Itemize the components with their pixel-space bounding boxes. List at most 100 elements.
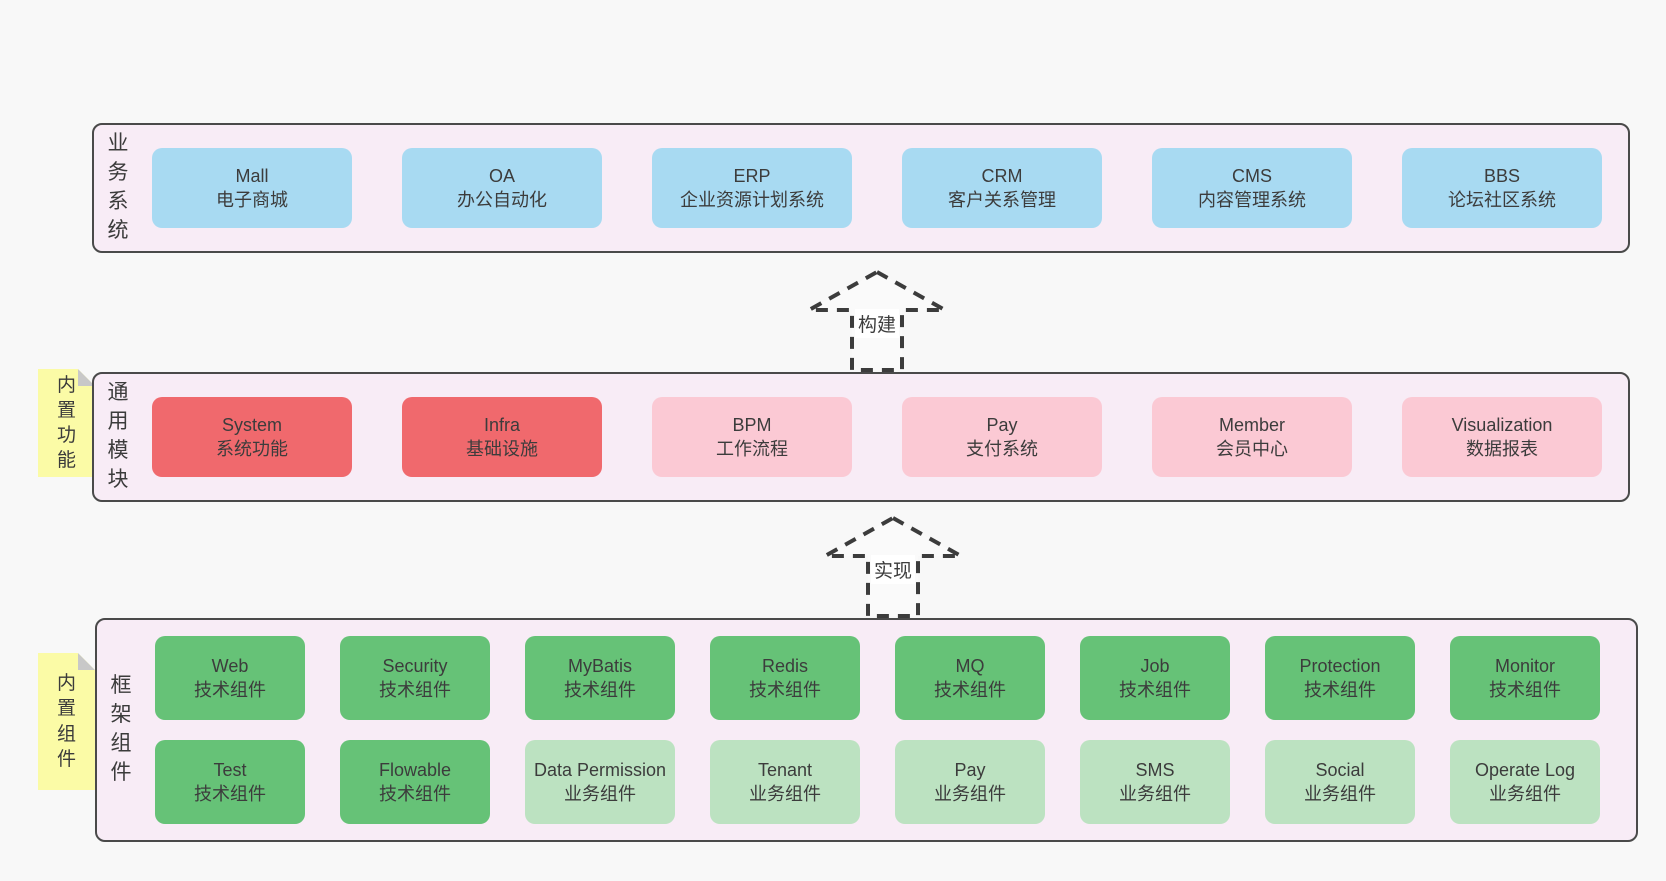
node-subtitle: 办公自动化 — [457, 190, 547, 210]
node-title: MyBatis — [567, 655, 632, 676]
node-title: Visualization — [1451, 414, 1553, 435]
node-title: Pay — [986, 414, 1018, 435]
node-title: Web — [211, 655, 249, 676]
node-infra: Infra 基础设施 — [402, 397, 602, 477]
node-subtitle: 业务组件 — [1489, 784, 1561, 804]
node-subtitle: 企业资源计划系统 — [680, 190, 824, 210]
node-social: Social 业务组件 — [1265, 740, 1415, 824]
node-subtitle: 工作流程 — [716, 439, 788, 459]
node-data-permission: Data Permission 业务组件 — [525, 740, 675, 824]
node-title: ERP — [733, 165, 771, 186]
node-title: Operate Log — [1474, 759, 1576, 780]
node-title: MQ — [955, 655, 985, 676]
node-protection: Protection 技术组件 — [1265, 636, 1415, 720]
node-subtitle: 技术组件 — [1119, 680, 1191, 700]
note-fold-corner — [78, 653, 95, 670]
node-title: Security — [382, 655, 448, 676]
node-subtitle: 支付系统 — [966, 439, 1038, 459]
arrow-label-build: 构建 — [854, 309, 900, 338]
note-text: 内置组件 — [56, 673, 76, 770]
node-subtitle: 技术组件 — [379, 680, 451, 700]
node-flowable: Flowable 技术组件 — [340, 740, 490, 824]
node-subtitle: 业务组件 — [749, 784, 821, 804]
node-subtitle: 技术组件 — [934, 680, 1006, 700]
sticky-note-builtin-components: 内置组件 — [38, 653, 95, 790]
section-common-modules: 通用模块 System 系统功能 Infra 基础设施 BPM 工作流程 Pay… — [92, 372, 1630, 502]
node-subtitle: 技术组件 — [749, 680, 821, 700]
node-title: Data Permission — [533, 759, 667, 780]
business-systems-row: Mall 电子商城 OA 办公自动化 ERP 企业资源计划系统 CRM 客户关系… — [152, 125, 1606, 251]
node-monitor: Monitor 技术组件 — [1450, 636, 1600, 720]
node-subtitle: 技术组件 — [379, 784, 451, 804]
node-job: Job 技术组件 — [1080, 636, 1230, 720]
node-subtitle: 论坛社区系统 — [1448, 190, 1556, 210]
node-subtitle: 基础设施 — [466, 439, 538, 459]
node-title: CRM — [981, 165, 1023, 186]
node-test: Test 技术组件 — [155, 740, 305, 824]
node-title: Protection — [1299, 655, 1381, 676]
node-title: Infra — [483, 414, 521, 435]
node-subtitle: 技术组件 — [564, 680, 636, 700]
sticky-note-builtin-features: 内置功能 — [38, 369, 95, 477]
arrow-label-implement: 实现 — [870, 555, 916, 584]
node-title: Test — [213, 759, 247, 780]
node-cms: CMS 内容管理系统 — [1152, 148, 1352, 228]
node-title: Job — [1140, 655, 1170, 676]
node-subtitle: 技术组件 — [1304, 680, 1376, 700]
node-subtitle: 系统功能 — [216, 439, 288, 459]
node-pay-component: Pay 业务组件 — [895, 740, 1045, 824]
node-title: BPM — [732, 414, 772, 435]
node-subtitle: 业务组件 — [1119, 784, 1191, 804]
node-title: Mall — [235, 165, 269, 186]
node-title: Pay — [954, 759, 986, 780]
section-label: 通用模块 — [107, 381, 129, 491]
node-subtitle: 技术组件 — [194, 784, 266, 804]
node-bbs: BBS 论坛社区系统 — [1402, 148, 1602, 228]
section-label: 框架组件 — [110, 674, 132, 784]
node-subtitle: 数据报表 — [1466, 439, 1538, 459]
node-oa: OA 办公自动化 — [402, 148, 602, 228]
node-redis: Redis 技术组件 — [710, 636, 860, 720]
node-security: Security 技术组件 — [340, 636, 490, 720]
node-title: Flowable — [378, 759, 452, 780]
framework-components-grid: Web 技术组件 Security 技术组件 MyBatis 技术组件 Redi… — [155, 620, 1614, 840]
node-title: Redis — [761, 655, 809, 676]
node-subtitle: 业务组件 — [564, 784, 636, 804]
common-modules-row: System 系统功能 Infra 基础设施 BPM 工作流程 Pay 支付系统… — [152, 374, 1606, 500]
section-business-systems: 业务系统 Mall 电子商城 OA 办公自动化 ERP 企业资源计划系统 CRM… — [92, 123, 1630, 253]
node-subtitle: 内容管理系统 — [1198, 190, 1306, 210]
node-title: Monitor — [1494, 655, 1556, 676]
section-framework-components: 框架组件 Web 技术组件 Security 技术组件 MyBatis 技术组件… — [95, 618, 1638, 842]
node-system: System 系统功能 — [152, 397, 352, 477]
node-title: CMS — [1232, 165, 1272, 186]
node-web: Web 技术组件 — [155, 636, 305, 720]
node-title: BBS — [1483, 165, 1521, 186]
node-pay-system: Pay 支付系统 — [902, 397, 1102, 477]
node-mall: Mall 电子商城 — [152, 148, 352, 228]
node-title: OA — [488, 165, 515, 186]
node-member: Member 会员中心 — [1152, 397, 1352, 477]
node-subtitle: 会员中心 — [1216, 439, 1288, 459]
node-tenant: Tenant 业务组件 — [710, 740, 860, 824]
node-title: Tenant — [757, 759, 813, 780]
node-title: Social — [1315, 759, 1365, 780]
node-sms: SMS 业务组件 — [1080, 740, 1230, 824]
node-title: SMS — [1135, 759, 1175, 780]
node-subtitle: 电子商城 — [216, 190, 288, 210]
node-subtitle: 技术组件 — [1489, 680, 1561, 700]
node-title: System — [221, 414, 282, 435]
node-subtitle: 客户关系管理 — [948, 190, 1056, 210]
node-subtitle: 业务组件 — [934, 784, 1006, 804]
node-operate-log: Operate Log 业务组件 — [1450, 740, 1600, 824]
node-mq: MQ 技术组件 — [895, 636, 1045, 720]
node-erp: ERP 企业资源计划系统 — [652, 148, 852, 228]
node-subtitle: 技术组件 — [194, 680, 266, 700]
note-text: 内置功能 — [56, 374, 76, 472]
node-subtitle: 业务组件 — [1304, 784, 1376, 804]
section-label: 业务系统 — [107, 132, 129, 242]
node-title: Member — [1218, 414, 1285, 435]
node-crm: CRM 客户关系管理 — [902, 148, 1102, 228]
node-mybatis: MyBatis 技术组件 — [525, 636, 675, 720]
node-visualization: Visualization 数据报表 — [1402, 397, 1602, 477]
